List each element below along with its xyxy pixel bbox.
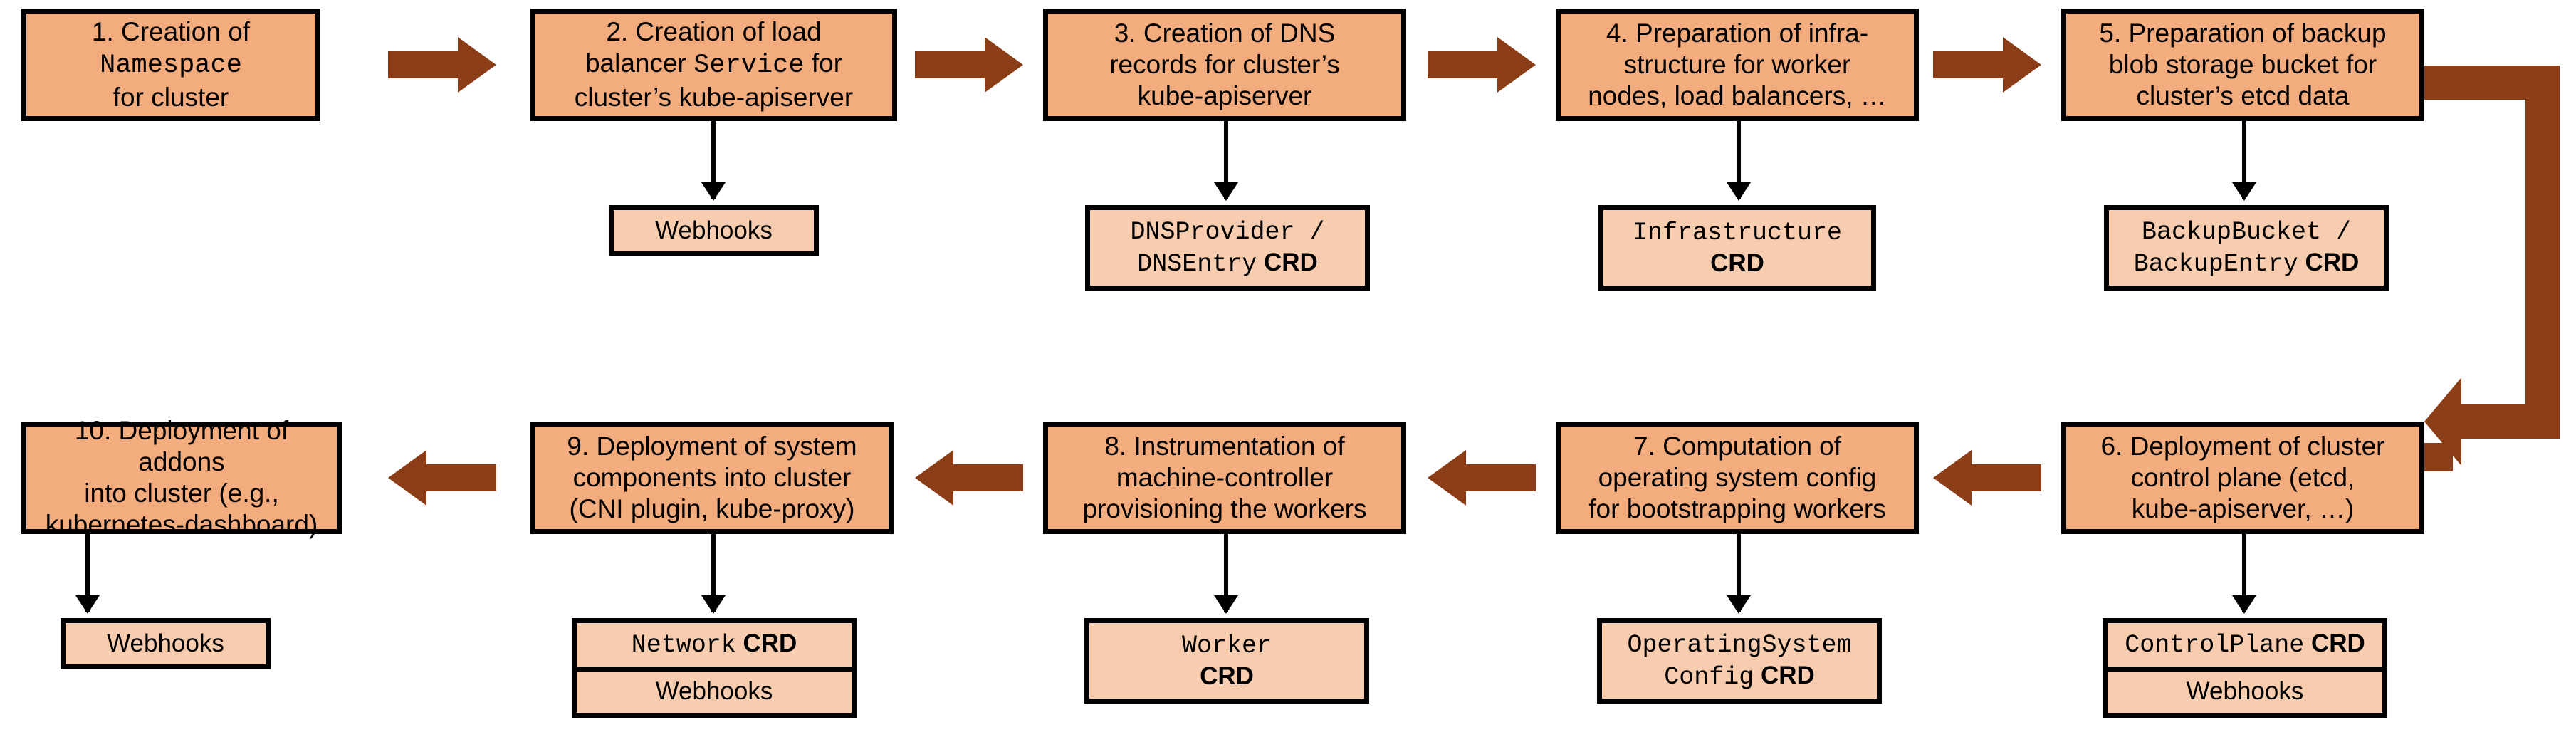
subbox-cell-network-crd: Network CRD	[631, 629, 797, 659]
arrowhead-icon	[701, 182, 726, 201]
arrow-step9-to-step10	[388, 450, 496, 506]
step-label-4: 4. Preparation of infra-structure for wo…	[1588, 18, 1887, 110]
arrowhead-icon	[1727, 182, 1751, 201]
connector-line	[711, 121, 716, 199]
connector-line	[85, 534, 90, 612]
subbox-step3-dns-crd[interactable]: DNSProvider /DNSEntry CRD	[1085, 205, 1370, 291]
arrowhead-icon	[75, 595, 100, 614]
subbox-cell: BackupBucket /BackupEntry CRD	[2133, 218, 2360, 278]
arrowhead-icon	[701, 595, 726, 614]
connector-line	[1737, 534, 1741, 612]
arrowhead-icon	[1214, 182, 1238, 201]
subbox-step9-network-crd-webhooks[interactable]: Network CRD Webhooks	[572, 618, 857, 718]
subbox-step2-webhooks[interactable]: Webhooks	[609, 205, 819, 256]
connector-line	[1224, 534, 1228, 612]
subbox-cell: DNSProvider /DNSEntry CRD	[1130, 218, 1325, 278]
arrowhead-icon	[1214, 595, 1238, 614]
arrow-step5-to-step6	[2424, 44, 2567, 484]
arrowhead-icon	[2232, 595, 2256, 614]
arrow-step1-to-step2	[388, 37, 496, 93]
subbox-cell-webhooks: Webhooks	[2108, 666, 2382, 714]
subbox-step6-controlplane-crd-webhooks[interactable]: ControlPlane CRD Webhooks	[2103, 618, 2387, 718]
connector-line	[2242, 121, 2246, 199]
arrowhead-icon	[2232, 182, 2256, 201]
arrowhead-icon	[1727, 595, 1751, 614]
connector-line	[1737, 121, 1741, 199]
step-box-4[interactable]: 4. Preparation of infra-structure for wo…	[1556, 9, 1919, 121]
subbox-cell-controlplane-crd: ControlPlane CRD	[2125, 629, 2365, 659]
arrow-step8-to-step9	[915, 450, 1023, 506]
subbox-step10-webhooks[interactable]: Webhooks	[61, 618, 271, 669]
connector-line	[1224, 121, 1228, 199]
arrow-step4-to-step5	[1933, 37, 2041, 93]
subbox-cell-webhooks: Webhooks	[577, 666, 852, 714]
subbox-cell: Webhooks	[655, 216, 773, 244]
arrow-step2-to-step3	[915, 37, 1023, 93]
subbox-cell: Webhooks	[107, 629, 224, 657]
arrow-step7-to-step8	[1428, 450, 1536, 506]
arrow-step3-to-step4	[1428, 37, 1536, 93]
subbox-step5-backup-crd[interactable]: BackupBucket /BackupEntry CRD	[2104, 205, 2389, 291]
connector-line	[711, 534, 716, 612]
arrow-step6-to-step7	[1933, 450, 2041, 506]
connector-line	[2242, 534, 2246, 612]
